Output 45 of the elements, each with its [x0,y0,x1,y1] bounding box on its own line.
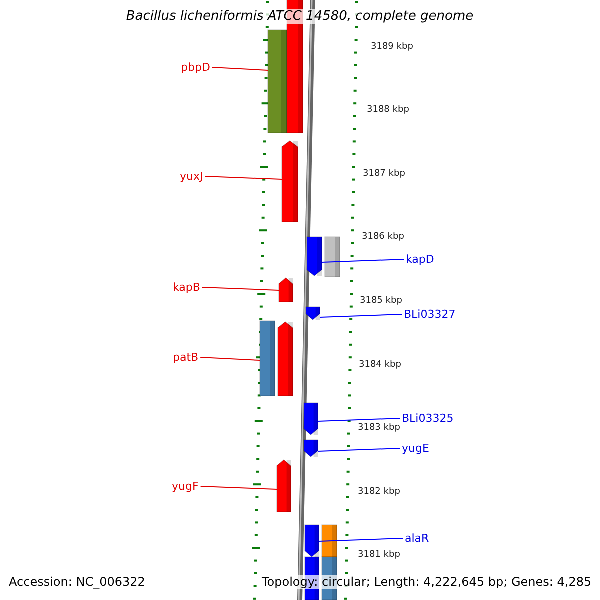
scale-label: 3183 kbp [358,423,400,433]
genome-info-text: Topology: circular; Length: 4,222,645 bp; Genes: 4,285 [262,575,592,589]
leader-line [318,418,400,422]
gene-block [279,278,293,302]
leader-line [202,287,280,291]
gene-block [278,322,293,396]
scale-label: 3189 kbp [371,42,414,52]
leader-line [320,314,402,318]
scale-label: 3184 kbp [359,360,402,370]
gene-bar [260,321,275,396]
gene-label: BLi03325 [402,412,454,425]
gene-label: yuxJ [180,170,204,183]
gene-label: patB [173,351,199,364]
gene-label: kapD [406,253,434,266]
leader-line [318,538,404,542]
scale-label: 3185 kbp [360,296,402,306]
accession-text: Accession: NC_006322 [9,575,146,589]
scale-label: 3181 kbp [358,550,400,560]
leader-line [322,259,404,263]
gene-bar [268,30,287,133]
gene-block [304,403,318,435]
leader-line [318,448,400,452]
leader-line [204,176,282,180]
scale-label: 3188 kbp [367,105,410,115]
gene-block [277,460,291,512]
gene-label: alaR [405,532,430,545]
leader-line [200,357,260,361]
scale-label: 3187 kbp [363,169,406,179]
gene-block [305,525,319,557]
gene-label: yugE [402,442,430,455]
gene-bar [322,525,337,557]
gene-bar [325,237,340,277]
gene-label: kapB [173,281,200,294]
leader-line [212,67,268,71]
gene-label: pbpD [181,61,210,74]
scale-label: 3186 kbp [362,232,404,242]
gene-label: BLi03327 [404,308,456,321]
leader-line [200,486,278,490]
title: Bacillus licheniformis ATCC 14580, complete genome [124,9,476,24]
scale-label: 3182 kbp [358,487,400,497]
gene-block [306,307,320,320]
gene-block [304,440,318,457]
gene-label: yugF [172,480,199,493]
gene-block [307,237,322,276]
gene-block [282,141,298,222]
